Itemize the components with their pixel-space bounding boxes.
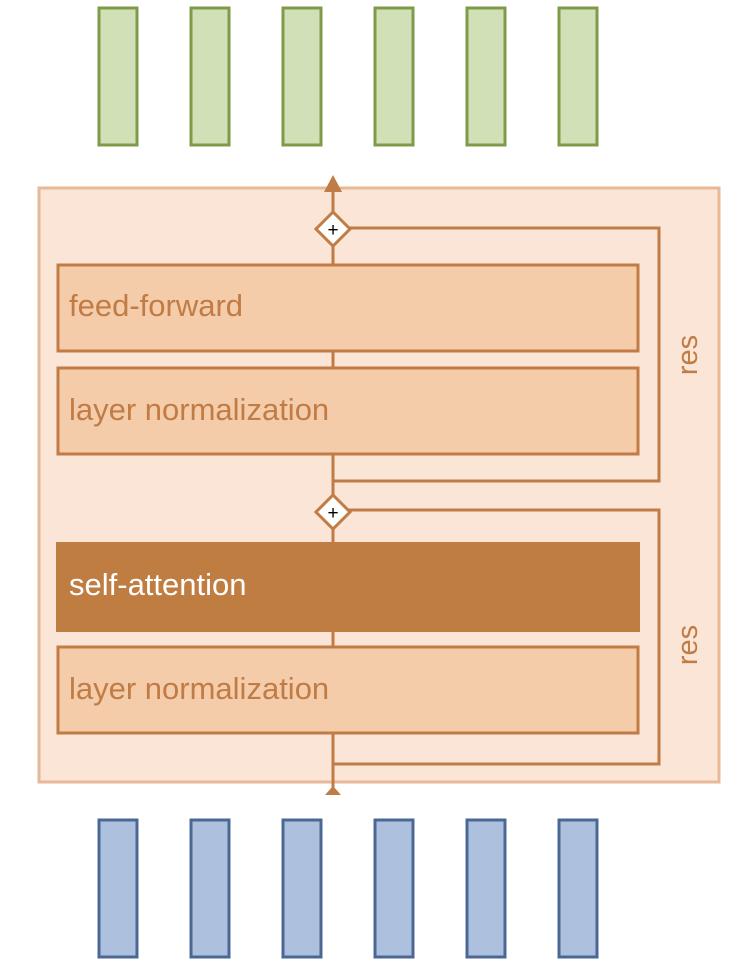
input-token <box>281 818 323 959</box>
self-attention-label: self-attention <box>69 567 247 602</box>
output-token <box>97 6 139 147</box>
residual-bottom-label: res <box>672 625 704 665</box>
layer-norm-bottom-block: layer normalization <box>56 645 640 735</box>
input-token <box>189 818 231 959</box>
input-token <box>465 818 507 959</box>
output-token <box>189 6 231 147</box>
residual-sum-top-node: + <box>313 209 353 249</box>
output-token <box>373 6 415 147</box>
output-tokens <box>97 6 599 147</box>
feed-forward-block: feed-forward <box>56 263 640 353</box>
output-arrowhead <box>324 175 342 192</box>
residual-bottom-line <box>333 508 661 766</box>
input-token <box>373 818 415 959</box>
input-arrowhead <box>325 786 341 795</box>
layer-norm-top-block: layer normalization <box>56 366 640 456</box>
input-token <box>557 818 599 959</box>
sum-symbol-bottom: + <box>327 503 338 524</box>
residual-top-label: res <box>672 335 704 375</box>
layer-norm-top-label: layer normalization <box>69 392 329 427</box>
layer-norm-bottom-label: layer normalization <box>69 671 329 706</box>
self-attention-block: self-attention <box>56 542 640 632</box>
output-token <box>465 6 507 147</box>
residual-top-line <box>333 226 661 483</box>
input-token <box>97 818 139 959</box>
residual-sum-bottom-node: + <box>313 492 353 532</box>
feed-forward-label: feed-forward <box>69 288 243 323</box>
output-token <box>557 6 599 147</box>
output-token <box>281 6 323 147</box>
input-tokens <box>97 818 599 959</box>
sum-symbol-top: + <box>327 220 338 241</box>
